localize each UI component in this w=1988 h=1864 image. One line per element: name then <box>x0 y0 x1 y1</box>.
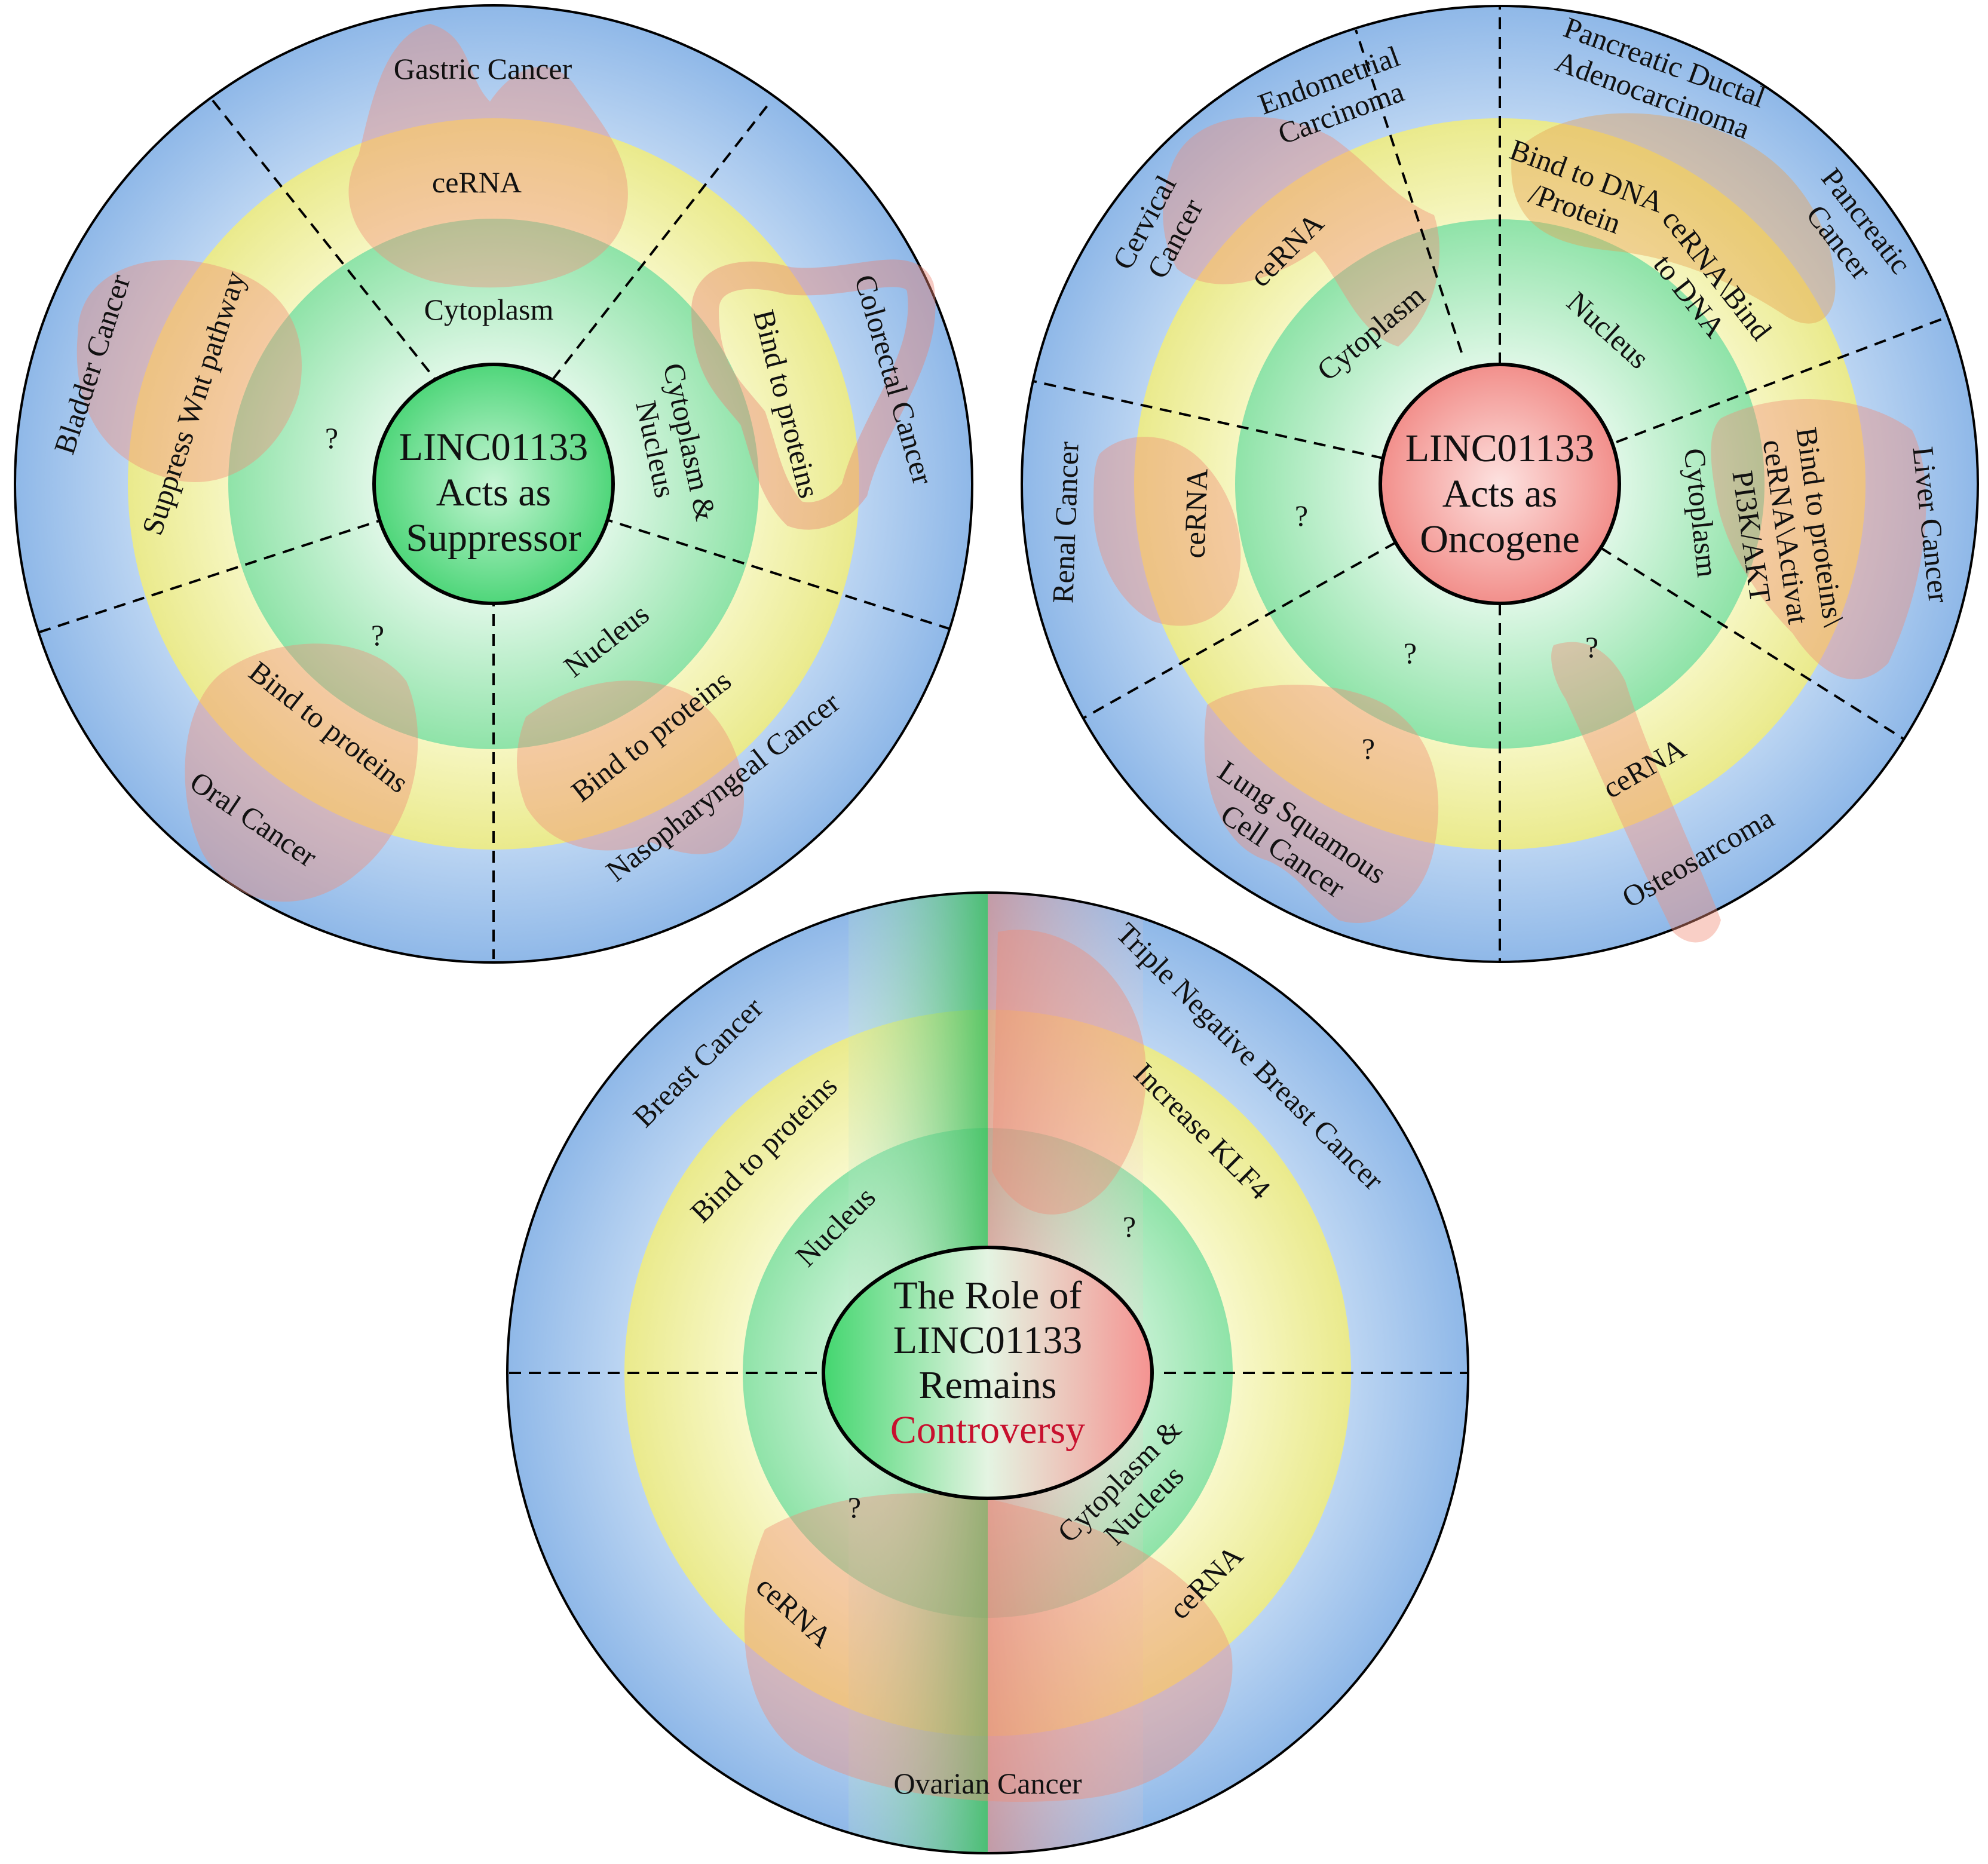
renal-mechanism-label: ceRNA <box>1177 468 1214 559</box>
kidney-icon <box>1093 437 1241 626</box>
suppressor-dividers <box>33 96 955 959</box>
ovarian-cancer-label: Ovarian Cancer <box>893 1767 1082 1800</box>
tnbc-location-label: ? <box>1123 1210 1136 1243</box>
renal-location-label: ? <box>1295 499 1308 532</box>
bladder-icon <box>76 259 302 483</box>
controversy-center-ellipse <box>822 1246 1154 1500</box>
oncogene-circle: LINC01133 Acts as Oncogene Pancreatic Du… <box>1021 5 1979 963</box>
oncogene-center-label: LINC01133 Acts as Oncogene <box>1405 427 1595 561</box>
center-line-1: LINC01133 <box>399 425 589 469</box>
center-line-3: Remains <box>919 1363 1057 1407</box>
gastric-mechanism-label: ceRNA <box>432 165 522 199</box>
oral-location-label: ? <box>371 618 384 652</box>
ovary-icon <box>744 1493 1233 1802</box>
renal-cancer-label: Renal Cancer <box>1046 441 1085 604</box>
lung-location-label: ? <box>1404 636 1417 670</box>
controversy-center-label: The Role of LINC01133 Remains Controvers… <box>890 1274 1085 1452</box>
organ-illustrations <box>76 24 936 902</box>
gastric-location-label: Cytoplasm <box>424 293 554 326</box>
center-line-2: Acts as <box>436 471 551 514</box>
gastric-cancer-label: Gastric Cancer <box>394 52 572 85</box>
pancreas-icon <box>1511 113 1836 324</box>
lung-icon <box>1204 685 1439 923</box>
suppressor-center-label: LINC01133 Acts as Suppressor <box>399 425 589 560</box>
center-line-2: Acts as <box>1442 472 1557 516</box>
center-line-3: Oncogene <box>1420 517 1580 561</box>
center-line-1: LINC01133 <box>1405 427 1595 470</box>
bladder-location-label: ? <box>325 421 338 455</box>
colon-icon <box>691 259 936 530</box>
liver-icon <box>1711 398 1926 680</box>
center-line-1: The Role of <box>893 1274 1082 1317</box>
organ-illustrations-oncogene <box>1093 113 1926 943</box>
lung-mechanism-label: ? <box>1362 732 1375 765</box>
osteosarcoma-location-label: ? <box>1585 630 1598 664</box>
mouth-icon <box>185 643 418 902</box>
suppressor-center-circle <box>372 363 615 605</box>
center-line-2: LINC01133 <box>893 1319 1083 1362</box>
center-line-3: Suppressor <box>406 516 581 560</box>
uterus-icon <box>1163 116 1440 347</box>
ovarian-left-location-label: ? <box>848 1491 861 1524</box>
controversy-outer-border <box>506 891 1469 1854</box>
controversy-circle: The Role of LINC01133 Remains Controvers… <box>506 891 1469 1854</box>
controversy-highlight: Controversy <box>890 1408 1085 1452</box>
stomach-icon <box>348 24 628 288</box>
oncogene-dividers <box>1033 6 1947 962</box>
breast-tissue-icon <box>992 930 1147 1215</box>
bone-icon <box>1551 642 1721 943</box>
oncogene-center-circle <box>1379 363 1621 605</box>
suppressor-circle: LINC01133 Acts as Suppressor Gastric Can… <box>14 4 973 964</box>
nasopharynx-icon <box>517 680 745 854</box>
